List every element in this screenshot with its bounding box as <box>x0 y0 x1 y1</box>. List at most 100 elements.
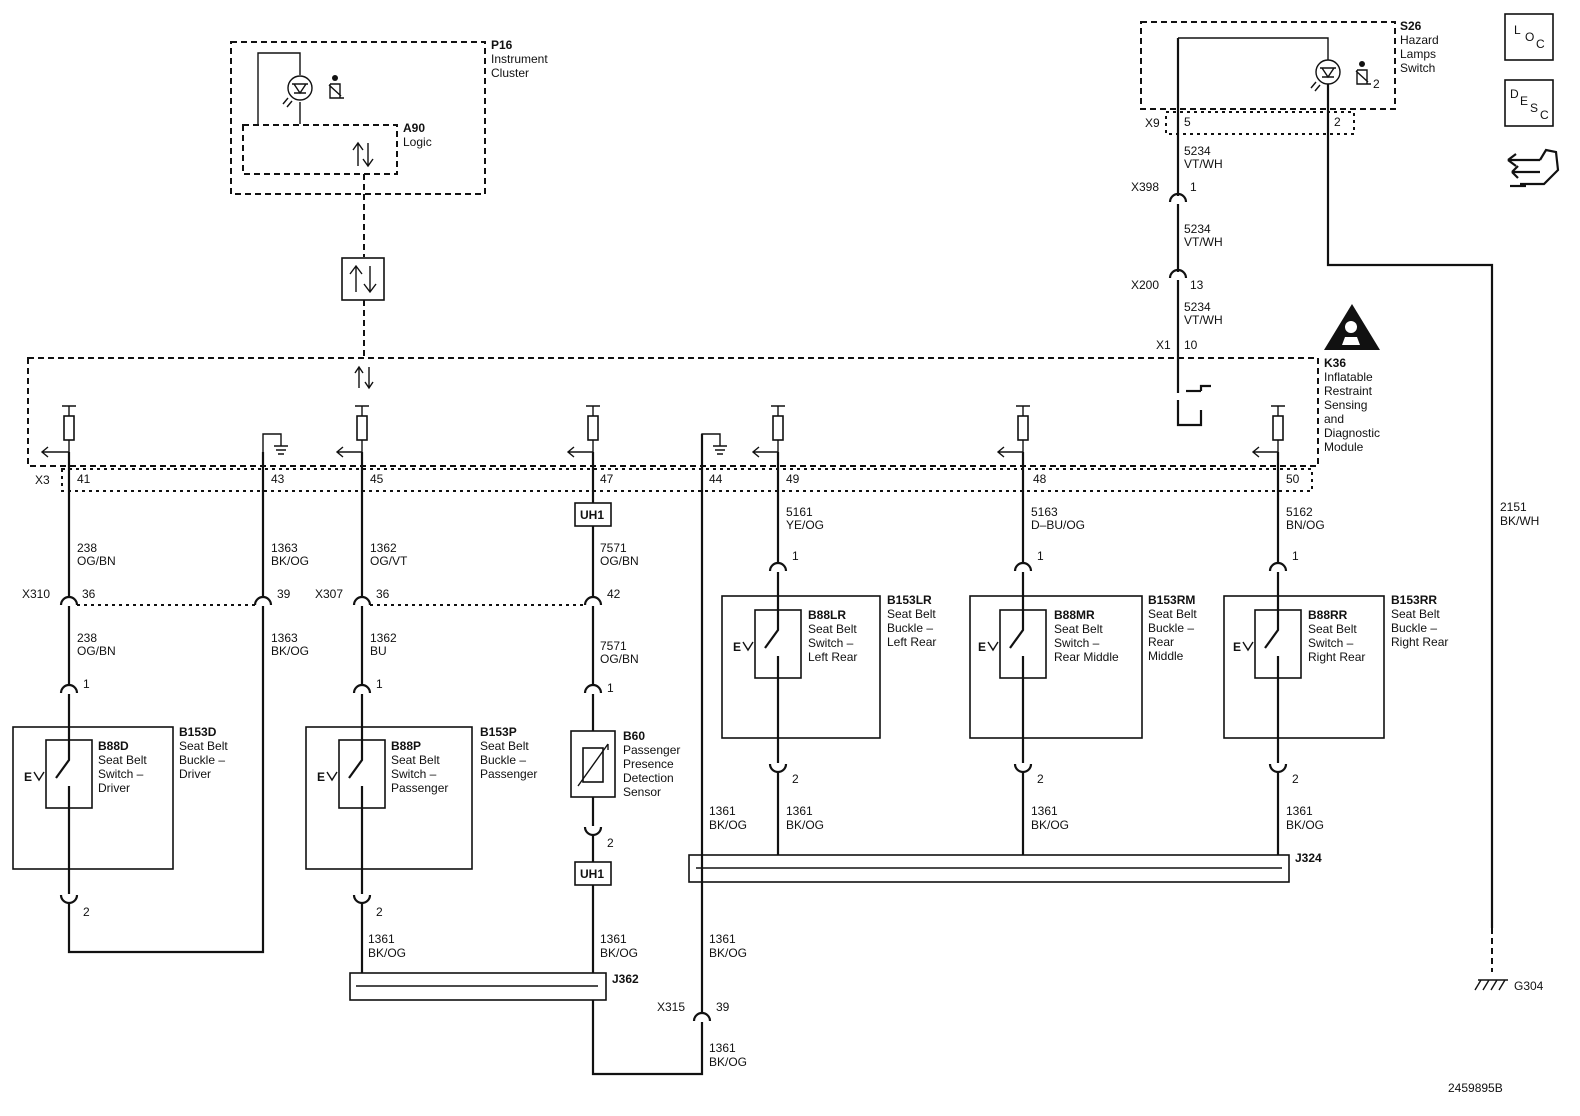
svg-text:10: 10 <box>1184 338 1198 352</box>
svg-text:2: 2 <box>1292 772 1299 786</box>
svg-text:Seat Belt: Seat Belt <box>1308 622 1357 636</box>
svg-text:7571: 7571 <box>600 541 627 555</box>
b153rr-pin2-connector-symbol <box>1268 763 1288 774</box>
svg-text:Buckle –: Buckle – <box>480 753 526 767</box>
svg-text:B153D: B153D <box>179 725 217 739</box>
svg-text:VT/WH: VT/WH <box>1184 313 1223 327</box>
connector-end-view-icon[interactable] <box>1507 148 1560 188</box>
svg-text:36: 36 <box>376 587 390 601</box>
k36-input-41 <box>40 405 76 458</box>
p16-instrument-cluster: P16 Instrument Cluster A90 Logic <box>230 38 548 195</box>
k36-inflatable-restraint-module: K36 Inflatable Restraint Sensing and Dia… <box>27 304 1380 492</box>
svg-text:5162: 5162 <box>1286 505 1313 519</box>
svg-text:BK/OG: BK/OG <box>271 554 309 568</box>
svg-text:5234: 5234 <box>1184 222 1211 236</box>
uh1-lower-connector <box>574 861 612 886</box>
svg-text:1362: 1362 <box>370 631 397 645</box>
seat-belt-person-icon <box>328 75 344 99</box>
svg-text:Buckle –: Buckle – <box>1148 621 1194 635</box>
b153rm-seat-belt-buckle-rear-middle: E B88MR Seat Belt Switch – Rear Middle <box>969 595 1143 739</box>
svg-text:1: 1 <box>792 549 799 563</box>
svg-text:238: 238 <box>77 541 97 555</box>
svg-text:Restraint: Restraint <box>1324 384 1373 398</box>
svg-text:S26: S26 <box>1400 19 1422 33</box>
b153d-pin2-connector-symbol <box>59 894 79 905</box>
svg-text:2: 2 <box>792 772 799 786</box>
hall-sensor-ev-icon: E <box>24 770 32 784</box>
svg-text:X3: X3 <box>35 473 50 487</box>
svg-text:BK/OG: BK/OG <box>1286 818 1324 832</box>
svg-text:2: 2 <box>376 905 383 919</box>
svg-text:Seat Belt: Seat Belt <box>1054 622 1103 636</box>
g304-ground-icon <box>1474 979 1508 991</box>
figure-id: 2459895B <box>1448 1081 1503 1095</box>
k36-serial-data-arrows-icon <box>354 365 374 390</box>
svg-text:UH1: UH1 <box>580 508 604 522</box>
svg-text:BK/OG: BK/OG <box>1031 818 1069 832</box>
svg-text:45: 45 <box>370 472 384 486</box>
svg-text:Seat Belt: Seat Belt <box>179 739 228 753</box>
svg-text:OG/BN: OG/BN <box>77 554 116 568</box>
svg-text:B153P: B153P <box>480 725 517 739</box>
svg-text:1: 1 <box>607 681 614 695</box>
svg-text:Seat Belt: Seat Belt <box>887 607 936 621</box>
svg-text:Seat Belt: Seat Belt <box>1391 607 1440 621</box>
svg-text:BK/OG: BK/OG <box>271 644 309 658</box>
svg-text:and: and <box>1324 412 1344 426</box>
svg-text:X310: X310 <box>22 587 50 601</box>
svg-text:D–BU/OG: D–BU/OG <box>1031 518 1085 532</box>
svg-text:Buckle –: Buckle – <box>887 621 933 635</box>
svg-text:B60: B60 <box>623 729 645 743</box>
svg-text:Logic: Logic <box>403 135 432 149</box>
svg-text:Rear: Rear <box>1148 635 1174 649</box>
x310-39-connector-symbol <box>253 595 273 606</box>
svg-text:5234: 5234 <box>1184 300 1211 314</box>
serial-data-link-icon <box>341 257 385 301</box>
svg-text:Driver: Driver <box>98 781 130 795</box>
svg-text:B153RR: B153RR <box>1391 593 1437 607</box>
svg-text:Seat Belt: Seat Belt <box>391 753 440 767</box>
svg-text:Seat Belt: Seat Belt <box>1148 607 1197 621</box>
svg-text:1: 1 <box>1292 549 1299 563</box>
svg-text:E: E <box>1520 94 1528 108</box>
svg-text:VT/WH: VT/WH <box>1184 157 1223 171</box>
b60-pin1-connector-symbol <box>583 683 603 694</box>
svg-text:Buckle –: Buckle – <box>1391 621 1437 635</box>
svg-text:2: 2 <box>607 836 614 850</box>
svg-text:Diagnostic: Diagnostic <box>1324 426 1380 440</box>
svg-text:7571: 7571 <box>600 639 627 653</box>
k36-input-48 <box>996 405 1030 458</box>
svg-text:O: O <box>1525 30 1534 44</box>
svg-text:36: 36 <box>82 587 96 601</box>
svg-text:X9: X9 <box>1145 116 1160 130</box>
svg-text:Passenger: Passenger <box>623 743 680 757</box>
description-view-button[interactable]: D E S C <box>1504 79 1554 127</box>
svg-text:1: 1 <box>1190 180 1197 194</box>
location-view-button[interactable]: L O C <box>1504 13 1554 61</box>
svg-text:39: 39 <box>277 587 291 601</box>
k36-input-47 <box>566 405 600 458</box>
hazard-seat-belt-lamp-icon <box>1310 59 1341 92</box>
svg-text:42: 42 <box>607 587 621 601</box>
svg-text:Cluster: Cluster <box>491 66 529 80</box>
x200-connector-symbol <box>1168 268 1188 279</box>
b153d-seat-belt-buckle-driver: E B88D Seat Belt Switch – Driver <box>12 726 174 870</box>
svg-text:Inflatable: Inflatable <box>1324 370 1373 384</box>
svg-text:OG/BN: OG/BN <box>600 554 639 568</box>
svg-text:Switch –: Switch – <box>808 636 854 650</box>
svg-text:Detection: Detection <box>623 771 674 785</box>
k36-input-45 <box>335 405 369 458</box>
b153rr-seat-belt-buckle-right-rear: E B88RR Seat Belt Switch – Right Rear <box>1223 595 1385 739</box>
svg-text:BK/OG: BK/OG <box>709 1055 747 1069</box>
svg-text:Switch: Switch <box>1400 61 1435 75</box>
svg-text:X200: X200 <box>1131 278 1159 292</box>
svg-text:1361: 1361 <box>1286 804 1313 818</box>
svg-text:B153LR: B153LR <box>887 593 932 607</box>
svg-text:49: 49 <box>786 472 800 486</box>
svg-text:Sensor: Sensor <box>623 785 661 799</box>
svg-text:1361: 1361 <box>709 1041 736 1055</box>
hazard-seat-belt-person-icon <box>1355 61 1371 85</box>
svg-text:5234: 5234 <box>1184 144 1211 158</box>
svg-text:B153RM: B153RM <box>1148 593 1195 607</box>
svg-text:1361: 1361 <box>1031 804 1058 818</box>
